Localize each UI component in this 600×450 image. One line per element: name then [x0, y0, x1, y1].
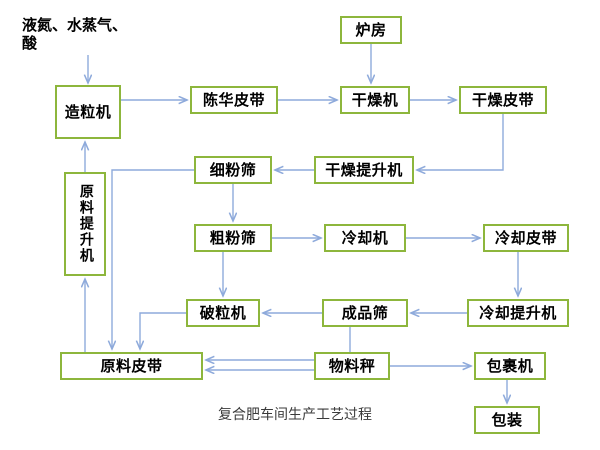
node-zaolieji[interactable]: 造粒机 [55, 85, 121, 139]
edge-ganzaopidai-to-ganzaotishengji [417, 114, 504, 170]
diagram-caption: 复合肥车间生产工艺过程 [218, 407, 372, 423]
node-lengqueji[interactable]: 冷却机 [324, 224, 406, 252]
node-yuanliaotishengji[interactable]: 原料提升机 [64, 172, 106, 276]
input-materials-label: 液氮、水蒸气、 酸 [22, 16, 128, 52]
edge-xifenshai-to-yuanliaopidai [112, 169, 194, 349]
node-ganzaotishengji[interactable]: 干燥提升机 [314, 156, 414, 184]
node-wuliaocheng[interactable]: 物料秤 [314, 352, 390, 380]
node-baozhuang[interactable]: 包装 [474, 406, 540, 434]
edge-poliji-to-yuanliaopidai [140, 312, 186, 349]
node-chenhuapidai[interactable]: 陈华皮带 [190, 86, 278, 114]
node-cufenshai[interactable]: 粗粉筛 [194, 224, 272, 252]
node-ganzaopidai[interactable]: 干燥皮带 [459, 86, 547, 114]
node-poliji[interactable]: 破粒机 [186, 299, 260, 327]
node-yuanliaopidai[interactable]: 原料皮带 [60, 352, 203, 380]
node-xifenshai[interactable]: 细粉筛 [194, 156, 272, 184]
node-chengpinshai[interactable]: 成品筛 [322, 299, 408, 327]
node-baoguoji[interactable]: 包裹机 [474, 352, 546, 380]
node-lengquetishengji[interactable]: 冷却提升机 [467, 299, 569, 327]
node-ganzaoji[interactable]: 干燥机 [340, 86, 410, 114]
node-lufang[interactable]: 炉房 [340, 16, 402, 44]
node-lengquepidai[interactable]: 冷却皮带 [483, 224, 569, 252]
